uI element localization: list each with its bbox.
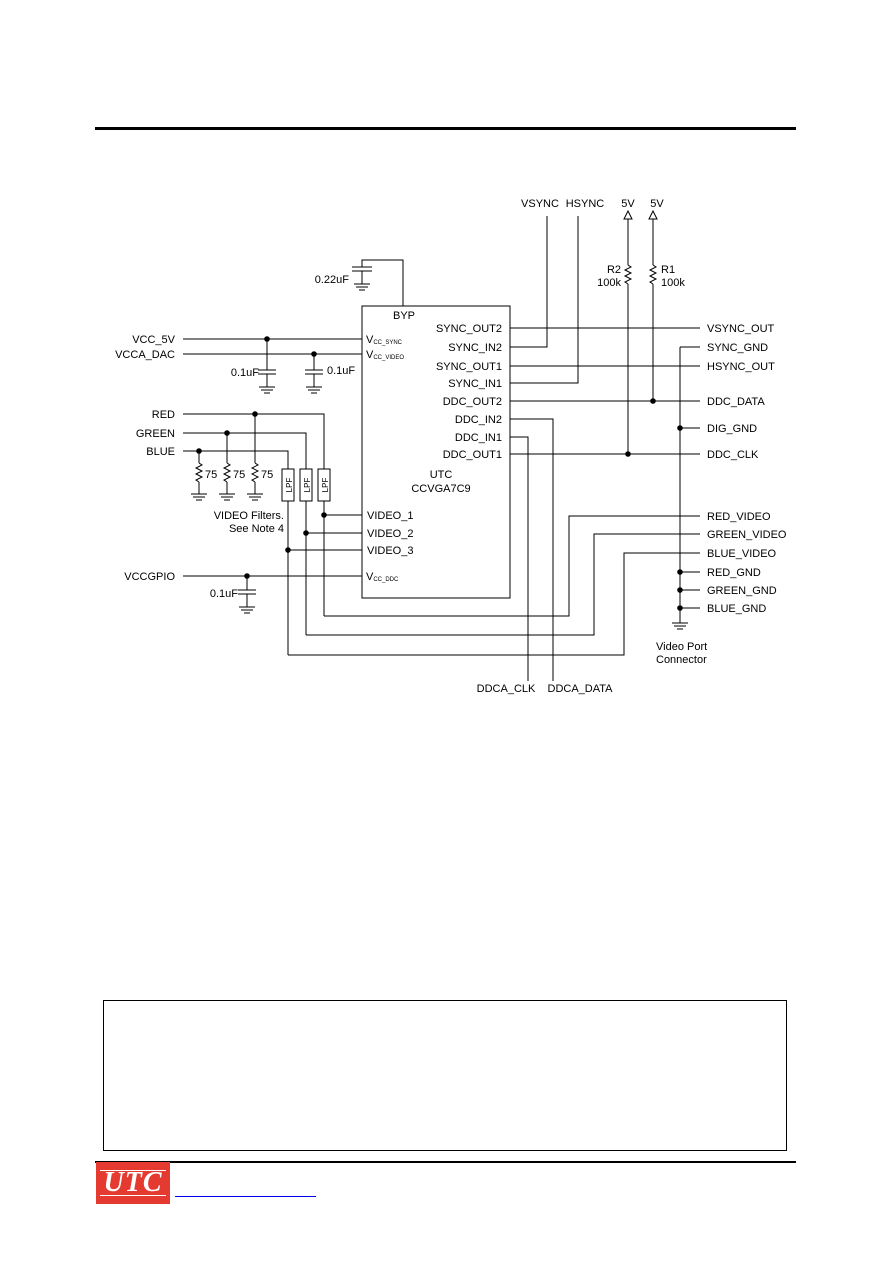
chip-pin-sync-in2: SYNC_IN2	[448, 342, 502, 354]
cap-c2-label: 0.1uF	[327, 365, 355, 377]
chip-pin-ddc-out1: DDC_OUT1	[443, 449, 502, 461]
output-red-video: RED_VIDEO	[707, 511, 771, 523]
chip-right-pins: SYNC_OUT2SYNC_IN2SYNC_OUT1SYNC_IN1DDC_OU…	[436, 323, 502, 461]
junction-dots	[196, 336, 683, 611]
blue-video-wire	[288, 552, 700, 656]
supply-5v-label-a: 5V	[621, 198, 635, 210]
disclaimer-box	[103, 1000, 787, 1151]
header-rule	[95, 127, 796, 130]
output-green-gnd: GREEN_GND	[707, 585, 777, 597]
red-wire	[183, 413, 325, 469]
output-green-video: GREEN_VIDEO	[707, 529, 787, 541]
green-wire	[183, 432, 307, 469]
output-blue-gnd: BLUE_GND	[707, 603, 766, 615]
chip-pin-ddc-in2: DDC_IN2	[455, 414, 502, 426]
chip-vcc-sync-pin: VCC_SYNC	[366, 334, 403, 346]
chip-pin-sync-out2: SYNC_OUT2	[436, 323, 502, 335]
bypass-cap-label: 0.22uF	[315, 274, 350, 286]
chip-maker: UTC	[430, 469, 453, 481]
cap-c1-label: 0.1uF	[231, 367, 259, 379]
chip-pin-video-1: VIDEO_1	[367, 510, 413, 522]
term-resistor-a-label: 75	[205, 469, 217, 481]
vcca-dac-label: VCCA_DAC	[115, 349, 175, 361]
output-sync-gnd: SYNC_GND	[707, 342, 768, 354]
supply-5v-label-b: 5V	[650, 198, 664, 210]
r1-value: 100k	[661, 277, 685, 289]
chip-part-number: CCVGA7C9	[411, 483, 470, 495]
vsync-label: VSYNC	[521, 198, 559, 210]
chip-vcc-video-pin: VCC_VIDEO	[366, 349, 404, 361]
chip-vcc-ddc-pin: VCC_DDC	[366, 571, 399, 583]
term-resistor-b-label: 75	[233, 469, 245, 481]
footer-link[interactable]	[175, 1196, 316, 1197]
chip-pin-sync-in1: SYNC_IN1	[448, 378, 502, 390]
output-dig-gnd: DIG_GND	[707, 423, 757, 435]
hsync-label: HSYNC	[566, 198, 605, 210]
logo-text: UTC	[103, 1167, 163, 1198]
chip-pin-ddc-out2: DDC_OUT2	[443, 396, 502, 408]
see-note-label: See Note 4	[229, 523, 284, 535]
blue-input-label: BLUE	[146, 446, 175, 458]
connector-label-line2: Connector	[656, 654, 707, 666]
chip-pin-sync-out1: SYNC_OUT1	[436, 361, 502, 373]
filter-red: LPF	[321, 478, 330, 493]
green-input-label: GREEN	[136, 428, 175, 440]
output-blue-video: BLUE_VIDEO	[707, 548, 777, 560]
output-vsync-out: VSYNC_OUT	[707, 323, 775, 335]
right-output-labels: VSYNC_OUT SYNC_GND HSYNC_OUT DDC_DATA DIG_GN…	[707, 323, 787, 615]
chip-body	[361, 305, 511, 599]
r1-name: R1	[661, 264, 675, 276]
chip-pin-ddc-in1: DDC_IN1	[455, 432, 502, 444]
red-video-wire	[324, 515, 700, 617]
output-red-gnd: RED_GND	[707, 567, 761, 579]
chip-pin-video-2: VIDEO_2	[367, 528, 413, 540]
output-hsync-out: HSYNC_OUT	[707, 361, 775, 373]
filter-blue: LPF	[285, 478, 294, 493]
footer-rule	[95, 1161, 796, 1163]
utc-logo: UTC	[96, 1162, 170, 1204]
r2-value: 100k	[597, 277, 621, 289]
filter-green: LPF	[303, 478, 312, 493]
cap-c3-label: 0.1uF	[210, 588, 238, 600]
wires	[183, 209, 700, 681]
output-ddc-data: DDC_DATA	[707, 396, 765, 408]
blue-wire	[183, 450, 289, 469]
video-filters-label: VIDEO Filters.	[214, 510, 284, 522]
output-ddc-clk: DDC_CLK	[707, 449, 759, 461]
byp-wire	[361, 259, 404, 306]
ddca-data-label: DDCA_DATA	[548, 683, 614, 695]
vcc-5v-label: VCC_5V	[132, 334, 175, 346]
connector-label-line1: Video Port	[656, 641, 707, 653]
chip-byp-pin: BYP	[393, 310, 415, 322]
ddca-clk-label: DDCA_CLK	[477, 683, 536, 695]
green-video-wire	[306, 533, 700, 636]
red-input-label: RED	[152, 409, 175, 421]
term-resistor-c-label: 75	[261, 469, 273, 481]
vccgpio-label: VCCGPIO	[124, 571, 175, 583]
chip-pin-video-3: VIDEO_3	[367, 545, 413, 557]
r2-name: R2	[607, 264, 621, 276]
